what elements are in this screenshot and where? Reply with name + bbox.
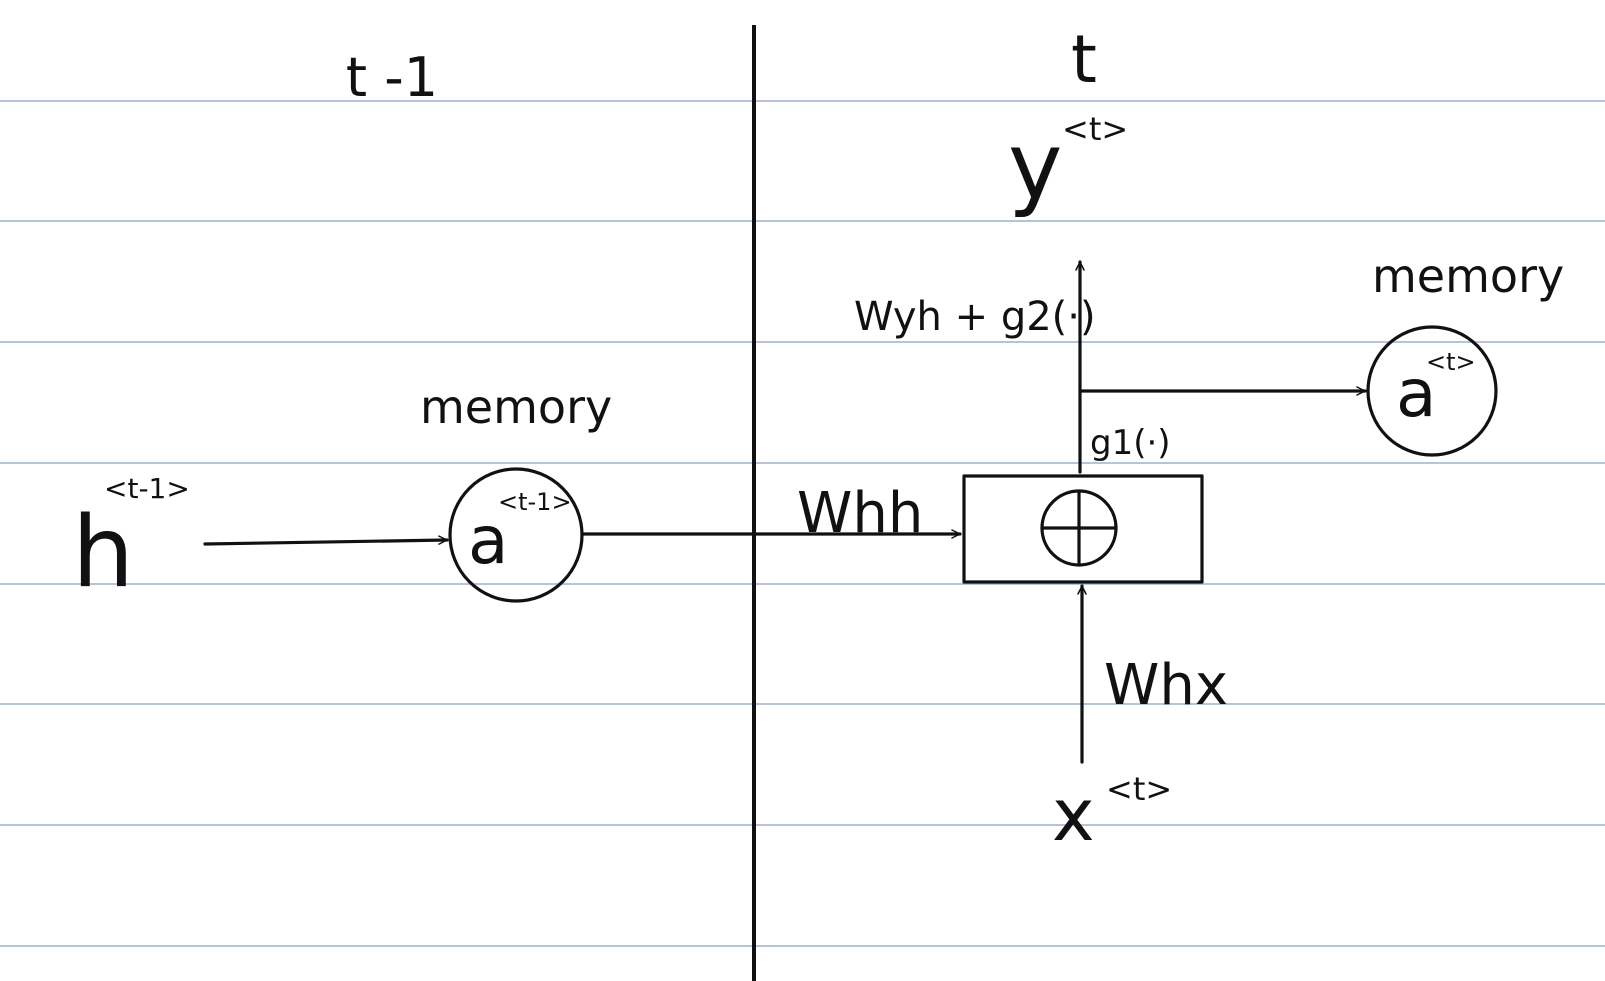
state-circle-current <box>1366 325 1498 457</box>
state-base-current: a <box>1396 355 1436 432</box>
hidden-input-superscript: <t-1> <box>104 472 190 505</box>
memory-label-previous: memory <box>420 380 612 434</box>
operation-rect <box>962 474 1204 584</box>
memory-label-current: memory <box>1372 249 1564 303</box>
state-node-current: a <t> <box>1366 325 1498 457</box>
sum-operation-box <box>962 474 1204 584</box>
state-superscript-previous: <t-1> <box>498 488 572 516</box>
input-weight-label: Whx <box>1104 653 1228 718</box>
state-base-previous: a <box>468 502 508 579</box>
time-label-previous: t -1 <box>346 46 438 109</box>
input-current: x <t> <box>1052 770 1172 857</box>
output-current: y <t> <box>1008 110 1128 220</box>
output-superscript: <t> <box>1062 110 1128 148</box>
input-base: x <box>1052 773 1095 857</box>
output-weight-label: Wyh + g2(·) <box>854 294 1096 340</box>
output-base: y <box>1008 113 1062 220</box>
input-superscript: <t> <box>1106 770 1172 808</box>
time-label-current: t <box>1071 21 1097 98</box>
notebook-rulings <box>0 100 1605 947</box>
g1-activation-label: g1(·) <box>1090 423 1171 463</box>
hidden-input-base: h <box>72 496 134 610</box>
hidden-input-previous: h <t-1> <box>72 472 190 610</box>
recurrent-weight-label: Whh <box>797 481 923 546</box>
arrow-hidden-to-state-previous <box>203 535 449 546</box>
state-superscript-current: <t> <box>1426 348 1476 376</box>
state-node-previous: a <t-1> <box>448 467 584 603</box>
